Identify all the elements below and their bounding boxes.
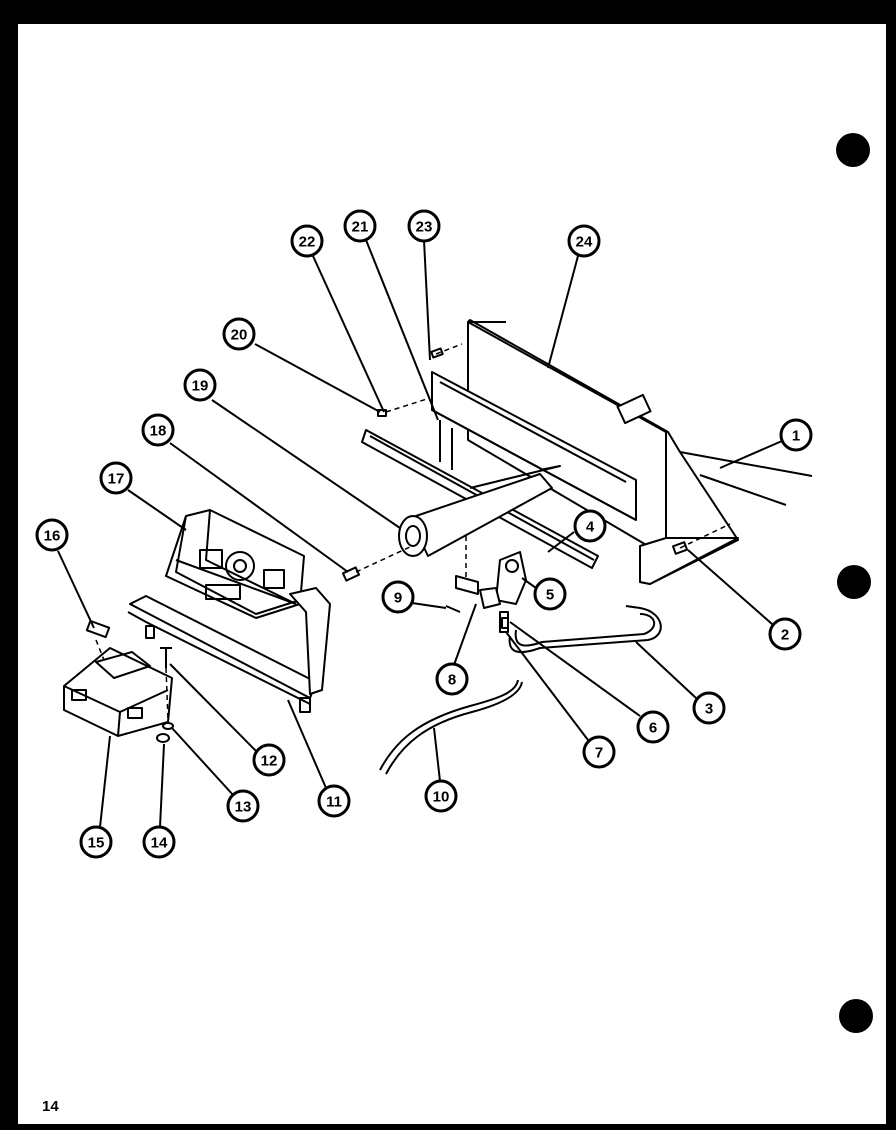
binder-hole-middle	[837, 565, 871, 599]
binder-hole-top	[836, 133, 870, 167]
binder-hole-bottom	[839, 999, 873, 1033]
svg-text:20: 20	[231, 327, 248, 344]
svg-text:21: 21	[352, 219, 369, 236]
page-number: 14	[42, 1098, 59, 1115]
callout-18: 18	[141, 413, 175, 447]
svg-text:4: 4	[586, 519, 595, 536]
control-box-part	[63, 647, 173, 737]
diagram-sheet	[18, 24, 886, 1124]
blower-tube-part	[398, 465, 561, 557]
callout-4: 4	[573, 509, 607, 543]
svg-text:5: 5	[546, 587, 554, 604]
tube-part	[508, 605, 662, 654]
callout-23: 23	[407, 209, 441, 243]
callout-6: 6	[636, 710, 670, 744]
fastener-12	[160, 647, 172, 668]
svg-text:10: 10	[433, 789, 450, 806]
callout-17: 17	[99, 461, 133, 495]
callout-7: 7	[582, 735, 616, 769]
svg-text:3: 3	[705, 701, 713, 718]
svg-text:24: 24	[576, 234, 593, 251]
motor-assembly-part	[165, 509, 305, 619]
callout-16: 16	[35, 518, 69, 552]
callout-21: 21	[343, 209, 377, 243]
fastener-9	[445, 605, 461, 613]
svg-text:8: 8	[448, 672, 456, 689]
callout-5: 5	[533, 577, 567, 611]
svg-text:7: 7	[595, 745, 603, 762]
frame-bracket-part	[431, 371, 637, 521]
callout-9: 9	[381, 580, 415, 614]
svg-text:18: 18	[150, 423, 167, 440]
svg-text:19: 19	[192, 378, 209, 395]
callout-22: 22	[290, 224, 324, 258]
fastener-13	[162, 722, 174, 730]
callout-11: 11	[317, 784, 351, 818]
svg-text:1: 1	[792, 428, 800, 445]
valve-assembly-part	[455, 551, 527, 633]
callout-24: 24	[567, 224, 601, 258]
svg-text:22: 22	[299, 234, 316, 251]
svg-text:23: 23	[416, 219, 433, 236]
svg-text:16: 16	[44, 528, 61, 545]
svg-text:14: 14	[151, 835, 168, 852]
svg-text:13: 13	[235, 799, 252, 816]
wire-harness-part	[379, 679, 523, 775]
svg-text:15: 15	[88, 835, 105, 852]
callout-12: 12	[252, 743, 286, 777]
svg-text:6: 6	[649, 720, 657, 737]
callout-2: 2	[768, 617, 802, 651]
callout-19: 19	[183, 368, 217, 402]
callout-15: 15	[79, 825, 113, 859]
mounting-bar-part	[127, 587, 331, 713]
leader-lines	[57, 239, 783, 828]
callout-20: 20	[222, 317, 256, 351]
callout-14: 14	[142, 825, 176, 859]
svg-text:17: 17	[108, 471, 125, 488]
svg-text:11: 11	[326, 794, 342, 811]
callout-13: 13	[226, 789, 260, 823]
svg-text:2: 2	[781, 627, 789, 644]
fastener-16	[85, 619, 111, 639]
callout-1: 1	[779, 418, 813, 452]
fastener-14	[156, 733, 170, 743]
svg-text:12: 12	[261, 753, 278, 770]
callout-3: 3	[692, 691, 726, 725]
callout-10: 10	[424, 779, 458, 813]
callout-8: 8	[435, 662, 469, 696]
svg-text:9: 9	[394, 590, 402, 607]
